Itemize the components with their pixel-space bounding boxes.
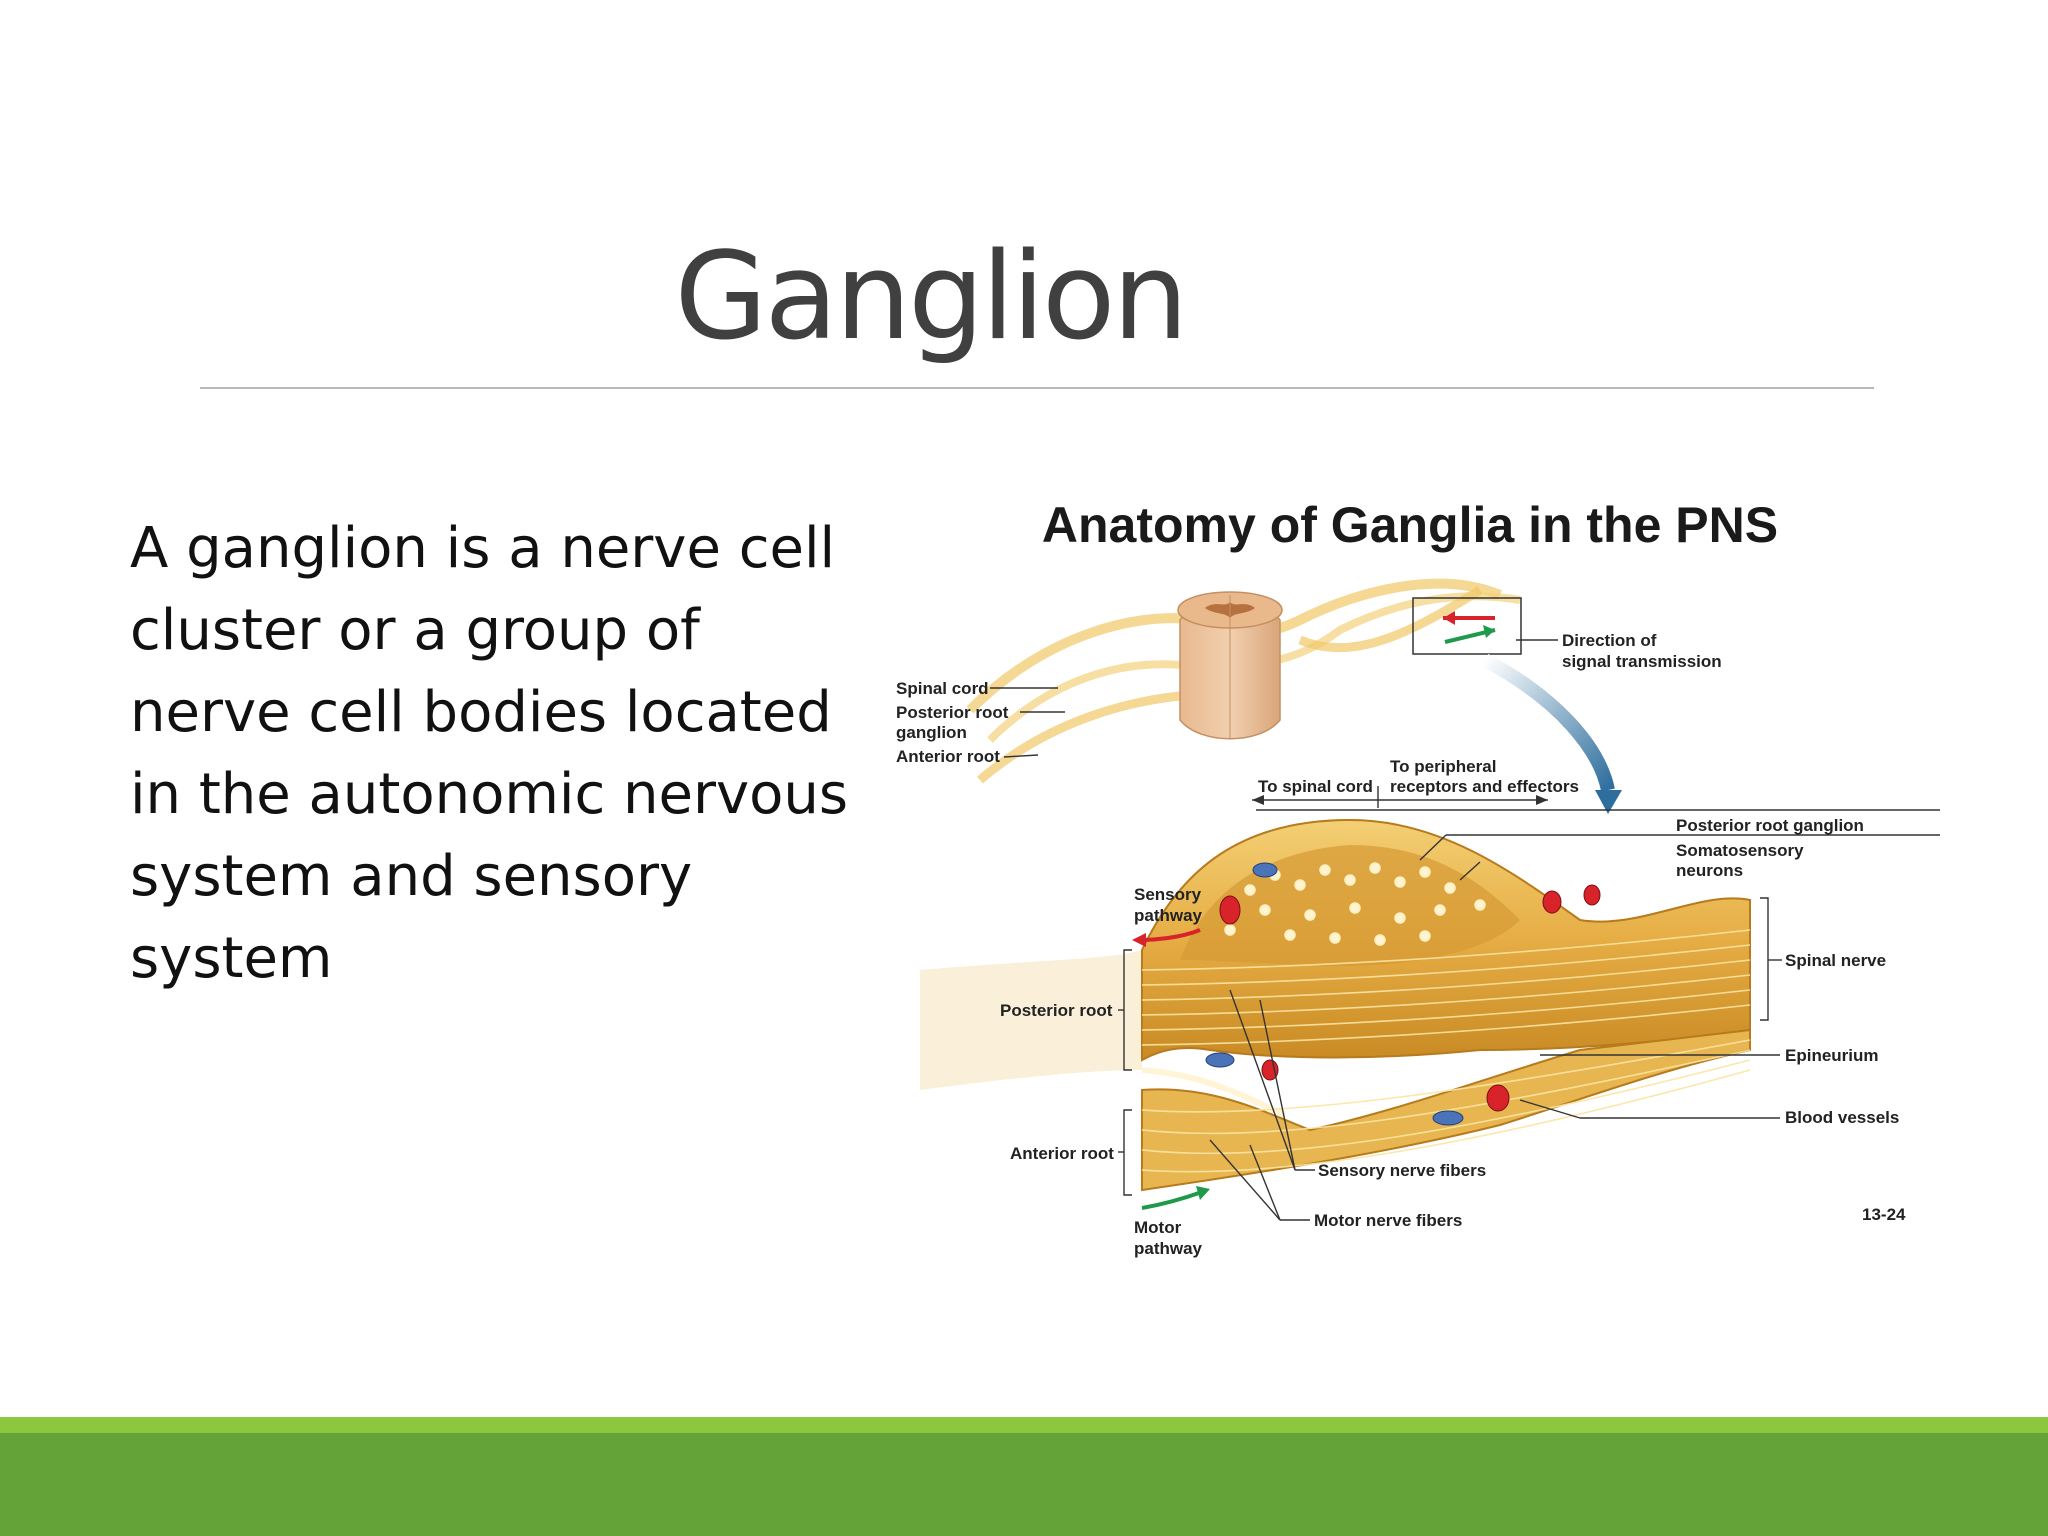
label-somatosensory-1: Somatosensory bbox=[1676, 841, 1804, 860]
label-sensory-pathway-1: Sensory bbox=[1134, 885, 1202, 904]
label-anterior-root: Anterior root bbox=[1010, 1144, 1114, 1163]
label-figure-number: 13-24 bbox=[1862, 1205, 1906, 1224]
label-direction-1: Direction of bbox=[1562, 631, 1657, 650]
ganglion-body bbox=[920, 818, 1751, 1192]
label-epineurium: Epineurium bbox=[1785, 1046, 1879, 1065]
label-posterior-root-ganglion-top-2: ganglion bbox=[896, 723, 967, 742]
direction-bar bbox=[1252, 786, 1940, 811]
title-divider bbox=[200, 387, 1874, 389]
label-posterior-root-ganglion-top-1: Posterior root bbox=[896, 703, 1009, 722]
label-motor-nerve-fibers: Motor nerve fibers bbox=[1314, 1211, 1462, 1230]
ganglia-anatomy-figure: Anatomy of Ganglia in the PNS Spinal cor… bbox=[880, 490, 1940, 1270]
figure-heading: Anatomy of Ganglia in the PNS bbox=[1042, 497, 1778, 553]
motor-pathway-arrow bbox=[1141, 1190, 1203, 1210]
label-direction-2: signal transmission bbox=[1562, 652, 1722, 671]
footer-bar-dark bbox=[0, 1433, 2048, 1536]
footer-bar-light bbox=[0, 1417, 2048, 1433]
label-somatosensory-2: neurons bbox=[1676, 861, 1743, 880]
label-sensory-pathway-2: pathway bbox=[1134, 906, 1203, 925]
label-anterior-root-top: Anterior root bbox=[896, 747, 1000, 766]
spinal-cord-inset bbox=[966, 578, 1622, 814]
label-to-peripheral-2: receptors and effectors bbox=[1390, 777, 1579, 796]
label-motor-pathway-1: Motor bbox=[1134, 1218, 1182, 1237]
label-spinal-nerve: Spinal nerve bbox=[1785, 951, 1886, 970]
label-blood-vessels: Blood vessels bbox=[1785, 1108, 1899, 1127]
label-sensory-nerve-fibers: Sensory nerve fibers bbox=[1318, 1161, 1486, 1180]
label-motor-pathway-2: pathway bbox=[1134, 1239, 1203, 1258]
label-spinal-cord: Spinal cord bbox=[896, 679, 989, 698]
label-posterior-root: Posterior root bbox=[1000, 1001, 1113, 1020]
label-posterior-root-ganglion: Posterior root ganglion bbox=[1676, 816, 1864, 835]
magnify-arrow bbox=[1481, 653, 1615, 792]
label-to-peripheral-1: To peripheral bbox=[1390, 757, 1496, 776]
label-to-spinal-cord: To spinal cord bbox=[1258, 777, 1373, 796]
slide-title: Ganglion bbox=[674, 228, 1189, 367]
body-text: A ganglion is a nerve cell cluster or a … bbox=[130, 516, 849, 991]
ganglia-diagram: Anatomy of Ganglia in the PNS Spinal cor… bbox=[896, 497, 1940, 1258]
